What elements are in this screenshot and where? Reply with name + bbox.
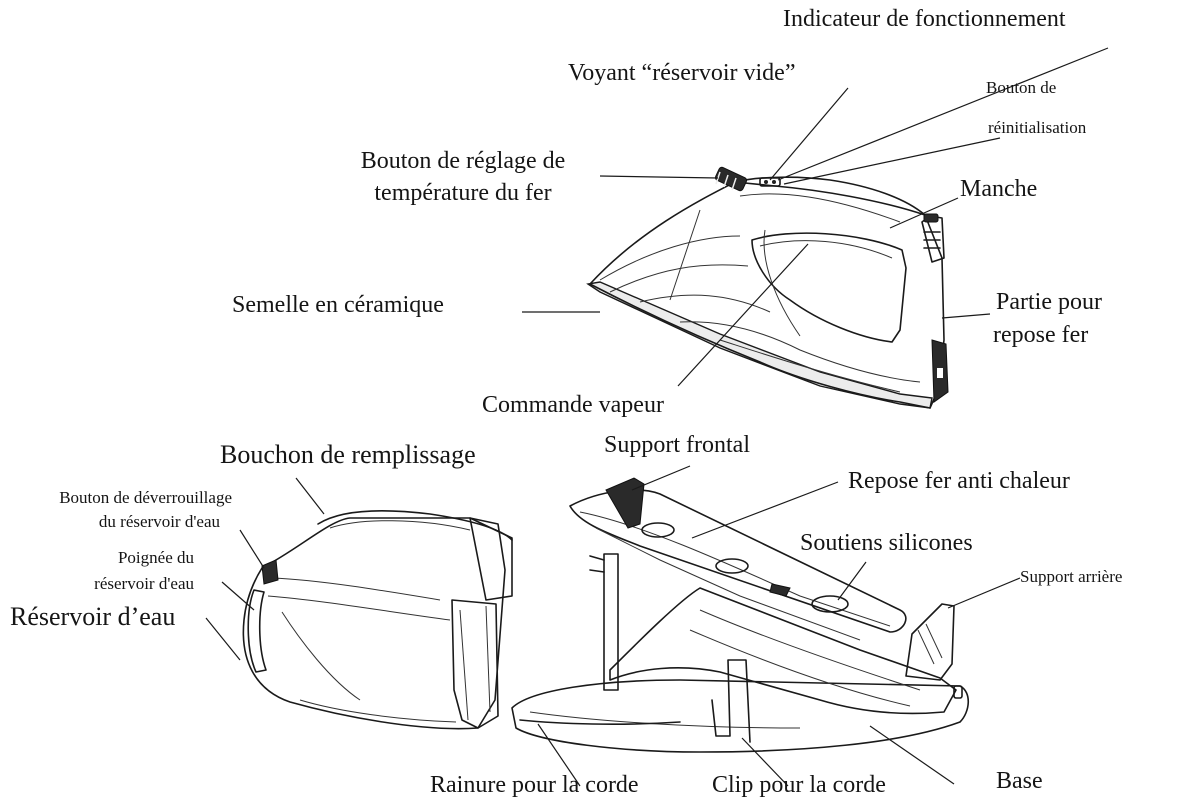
label-rainure-corde: Rainure pour la corde: [430, 772, 639, 798]
label-voyant-reservoir-vide: Voyant “réservoir vide”: [568, 60, 796, 86]
silicone-support: [715, 558, 749, 574]
label-poignee-1: Poignée du: [117, 548, 194, 567]
label-deverrouillage-2: du réservoir d'eau: [98, 512, 220, 531]
label-repose-fer-anti-chaleur: Repose fer anti chaleur: [848, 468, 1070, 494]
front-support: [605, 477, 645, 529]
silicone-support: [641, 522, 675, 538]
label-soutiens-silicones: Soutiens silicones: [800, 530, 973, 556]
cord-guard: [921, 213, 945, 263]
label-bouchon-remplissage: Bouchon de remplissage: [220, 440, 476, 469]
base-plate: [511, 679, 970, 753]
label-base: Base: [996, 768, 1043, 794]
label-support-arriere: Support arrière: [1020, 567, 1123, 586]
label-poignee-2: réservoir d'eau: [94, 574, 194, 593]
cord-groove: [519, 719, 681, 725]
tank-handle: [247, 589, 267, 673]
iron-soleplate: [586, 281, 933, 409]
label-support-frontal: Support frontal: [604, 432, 750, 458]
label-partie-repose-fer-2: repose fer: [993, 322, 1089, 348]
label-indicateur-fonctionnement: Indicateur de fonctionnement: [783, 6, 1066, 32]
label-reglage-temperature-2: température du fer: [374, 180, 552, 206]
label-reglage-temperature-1: Bouton de réglage de: [360, 148, 566, 174]
cord-clip: [711, 659, 751, 743]
label-deverrouillage-1: Bouton de déverrouillage: [59, 488, 232, 507]
temperature-dial: [714, 166, 748, 192]
label-semelle-ceramique: Semelle en céramique: [232, 292, 444, 318]
iron-handle-top: [734, 176, 926, 216]
water-tank-drawing: [242, 510, 513, 730]
leader-lines: [205, 47, 1109, 787]
iron-drawing: [586, 166, 949, 409]
water-tank-body: [242, 517, 506, 730]
label-clip-corde: Clip pour la corde: [712, 772, 886, 798]
indicator-lights: [759, 177, 781, 187]
label-reservoir-eau: Réservoir d’eau: [10, 602, 176, 631]
tank-release-button: [261, 559, 279, 585]
silicone-support: [811, 595, 849, 613]
label-manche: Manche: [960, 176, 1038, 202]
label-bouton-reinitialisation-2: réinitialisation: [988, 118, 1087, 137]
label-partie-repose-fer-1: Partie pour: [996, 289, 1102, 315]
filler-cap: [469, 517, 513, 601]
base-column: [603, 553, 619, 691]
iron-body: [589, 181, 945, 409]
iron-handle-opening: [751, 232, 907, 343]
base-station-drawing: [511, 477, 970, 753]
label-bouton-reinitialisation-1: Bouton de: [986, 78, 1057, 97]
label-commande-vapeur: Commande vapeur: [482, 392, 664, 418]
